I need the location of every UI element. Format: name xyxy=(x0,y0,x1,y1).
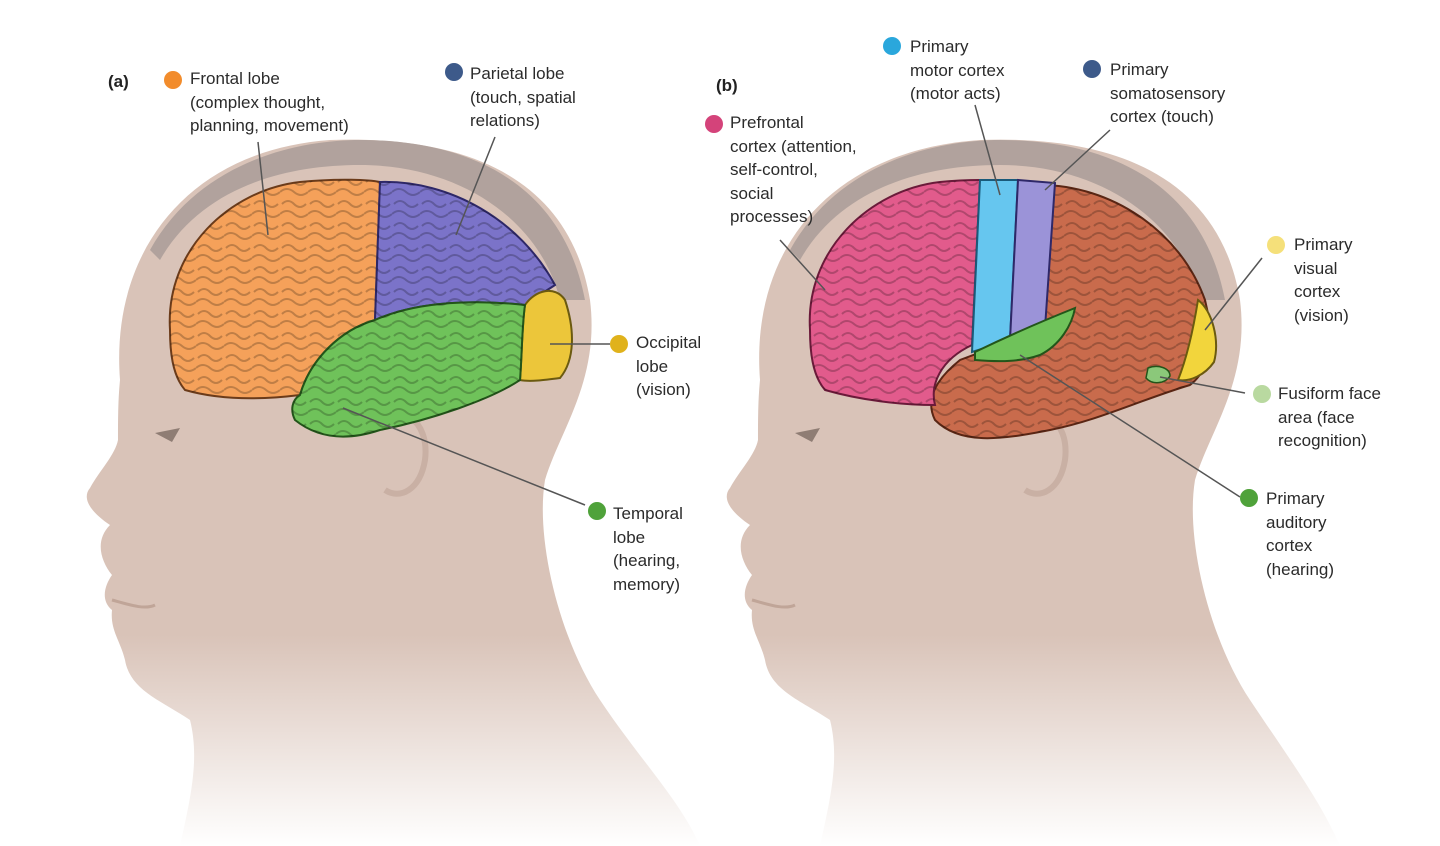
fusiform-dot xyxy=(1253,385,1271,403)
panel-a-letter: (a) xyxy=(108,72,129,91)
prefrontal-dot xyxy=(705,115,723,133)
fusiform-label: Fusiform face area (face recognition) xyxy=(1278,382,1381,453)
label-line: cortex xyxy=(1266,536,1313,555)
label-line: Parietal lobe xyxy=(470,64,565,83)
label-line: self-control, xyxy=(730,160,818,179)
somatosensory-label: Primary somatosensory cortex (touch) xyxy=(1110,58,1225,129)
temporal-dot xyxy=(588,502,606,520)
label-line: Prefrontal xyxy=(730,113,804,132)
label-line: Fusiform face xyxy=(1278,384,1381,403)
label-line: cortex (touch) xyxy=(1110,107,1214,126)
label-line: Primary xyxy=(910,37,969,56)
label-line: (vision) xyxy=(1294,305,1349,325)
label-line: area (face xyxy=(1278,407,1355,427)
parietal-lobe-label: Parietal lobe (touch, spatial relations) xyxy=(470,62,576,133)
label-line: processes) xyxy=(730,207,814,226)
label-line: visual xyxy=(1294,258,1338,278)
label-line: planning, movement) xyxy=(190,116,349,135)
temporal-lobe-label: Temporal lobe (hearing, memory) xyxy=(613,502,683,596)
auditory-dot xyxy=(1240,489,1258,507)
label-line: relations) xyxy=(470,111,540,130)
somato-dot xyxy=(1083,60,1101,78)
visual-dot xyxy=(1267,236,1285,254)
label-line: Frontal lobe xyxy=(190,69,280,88)
label-line: Primary xyxy=(1294,235,1353,254)
prefrontal-label: Prefrontal cortex (attention, self-contr… xyxy=(730,111,857,229)
label-line: recognition) xyxy=(1278,431,1367,450)
label-line: somatosensory xyxy=(1110,83,1226,103)
label-line: memory) xyxy=(613,574,681,594)
label-line: Primary xyxy=(1266,489,1325,508)
label-line: (hearing, xyxy=(613,551,681,570)
label-line: (motor acts) xyxy=(910,84,1001,103)
label-line: (hearing) xyxy=(1266,559,1335,579)
label-line: Primary xyxy=(1110,60,1169,79)
motor-dot xyxy=(883,37,901,55)
occipital-lobe-label: Occipital lobe (vision) xyxy=(636,331,701,402)
panel-b-letter: (b) xyxy=(716,76,738,95)
label-line: Temporal xyxy=(613,504,683,523)
label-line: cortex xyxy=(1294,282,1341,301)
label-line: (complex thought, xyxy=(190,92,326,112)
motor-cortex-label: Primary motor cortex (motor acts) xyxy=(910,35,1004,106)
auditory-cortex-label: Primary auditory cortex (hearing) xyxy=(1266,487,1334,581)
frontal-dot xyxy=(164,71,182,89)
label-line: lobe xyxy=(613,527,646,547)
label-line: lobe xyxy=(636,356,669,376)
label-line: (vision) xyxy=(636,380,691,399)
parietal-dot xyxy=(445,63,463,81)
label-line: motor cortex xyxy=(910,60,1005,80)
label-line: Occipital xyxy=(636,333,702,352)
label-line: cortex (attention, xyxy=(730,136,857,156)
visual-cortex-label: Primary visual cortex (vision) xyxy=(1294,233,1353,327)
frontal-lobe-label: Frontal lobe (complex thought, planning,… xyxy=(190,67,349,138)
label-line: auditory xyxy=(1266,512,1327,532)
label-line: social xyxy=(730,183,774,203)
occipital-dot xyxy=(610,335,628,353)
label-line: (touch, spatial xyxy=(470,87,576,107)
